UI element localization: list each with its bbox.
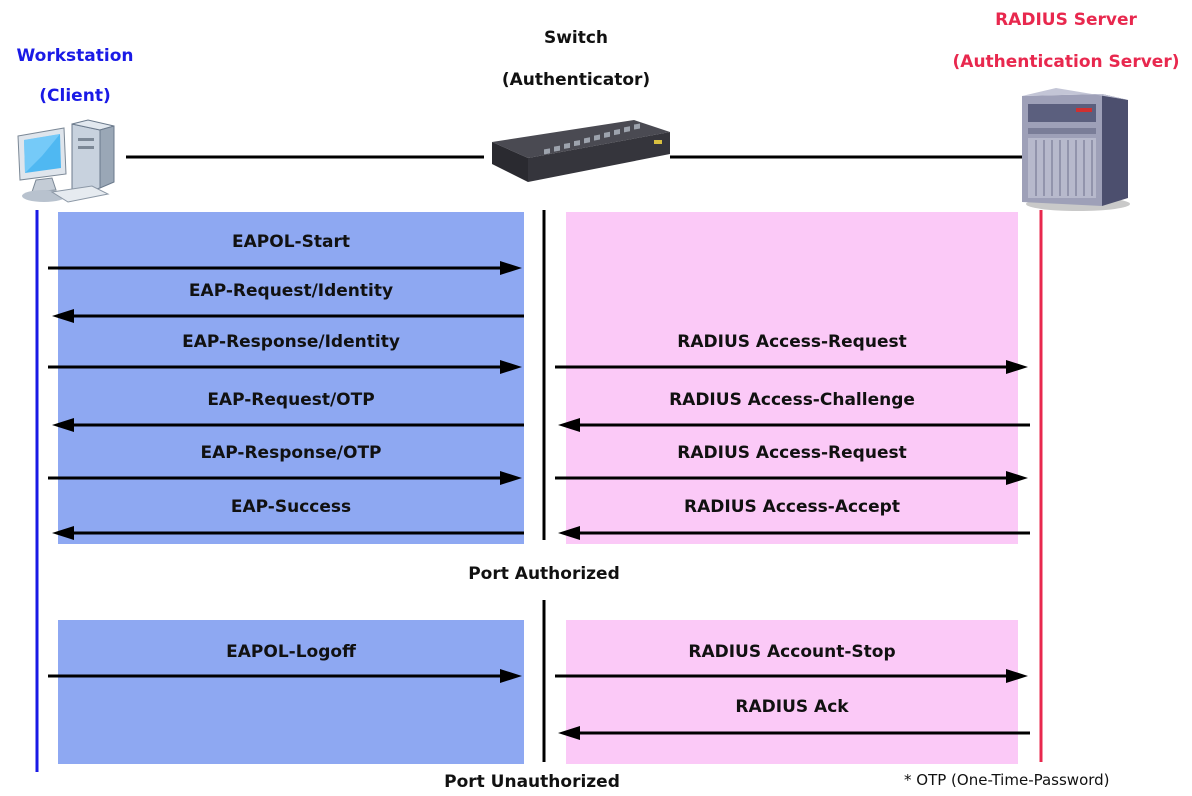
msg-eap-success: EAP-Success <box>230 497 352 517</box>
msg-eapol-start: EAPOL-Start <box>232 232 350 252</box>
msg-eap-request-otp: EAP-Request/OTP <box>207 390 375 410</box>
msg-eap-response-identity: EAP-Response/Identity <box>182 332 400 352</box>
server-title: RADIUS Server <box>995 10 1137 30</box>
network-switch-icon <box>492 120 670 182</box>
msg-radius-access-request-2: RADIUS Access-Request <box>677 443 907 463</box>
msg-eapol-logoff: EAPOL-Logoff <box>226 642 356 662</box>
server-rack-icon <box>1022 88 1130 211</box>
msg-radius-access-accept: RADIUS Access-Accept <box>684 497 900 517</box>
port-unauthorized-label: Port Unauthorized <box>444 772 620 792</box>
client-subtitle: (Client) <box>39 86 111 106</box>
msg-radius-account-stop: RADIUS Account-Stop <box>688 642 896 662</box>
switch-title: Switch <box>543 28 609 48</box>
client-title: Workstation <box>16 46 134 66</box>
msg-radius-ack: RADIUS Ack <box>735 697 849 717</box>
desktop-computer-icon <box>17 119 115 203</box>
msg-eap-request-identity: EAP-Request/Identity <box>188 281 394 301</box>
switch-subtitle: (Authenticator) <box>501 70 651 90</box>
msg-radius-access-challenge: RADIUS Access-Challenge <box>669 390 915 410</box>
server-panel-logoff <box>566 620 1018 764</box>
msg-eap-response-otp: EAP-Response/OTP <box>200 443 382 463</box>
msg-radius-access-request-1: RADIUS Access-Request <box>677 332 907 352</box>
server-subtitle: (Authentication Server) <box>952 52 1180 72</box>
otp-footnote: * OTP (One-Time-Password) <box>904 771 1110 789</box>
port-authorized-label: Port Authorized <box>468 564 620 584</box>
client-panel-logoff <box>58 620 524 764</box>
server-panel-auth <box>566 212 1018 544</box>
